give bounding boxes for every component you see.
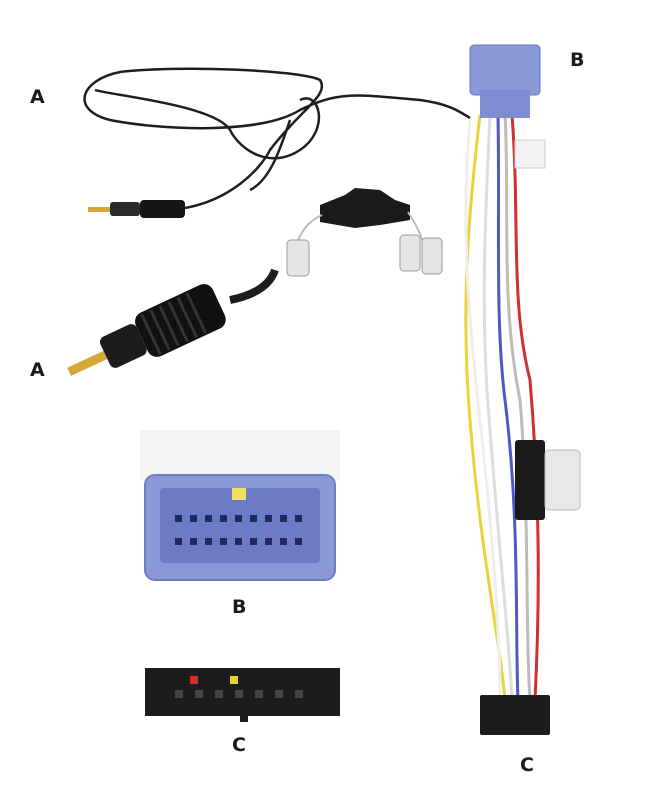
audio-cable-coil (83, 67, 471, 210)
label-b-top: B (570, 49, 585, 71)
connector-b-detail (140, 430, 340, 581)
connector-b-pins (175, 515, 302, 545)
label-c-detail: C (232, 734, 246, 756)
connector-c-bottom (480, 695, 550, 735)
wire-harness (464, 114, 540, 701)
connector-c-detail (145, 668, 340, 722)
fuse-holder (515, 440, 581, 520)
connector-b-top (469, 44, 546, 169)
label-a-bottom: A (30, 359, 45, 381)
cable-junction (286, 188, 443, 277)
label-b-detail: B (232, 596, 247, 618)
label-a-top: A (30, 86, 45, 108)
label-c-bottom: C (520, 754, 534, 776)
small-audio-jack (88, 200, 185, 218)
large-audio-jack (67, 268, 279, 376)
